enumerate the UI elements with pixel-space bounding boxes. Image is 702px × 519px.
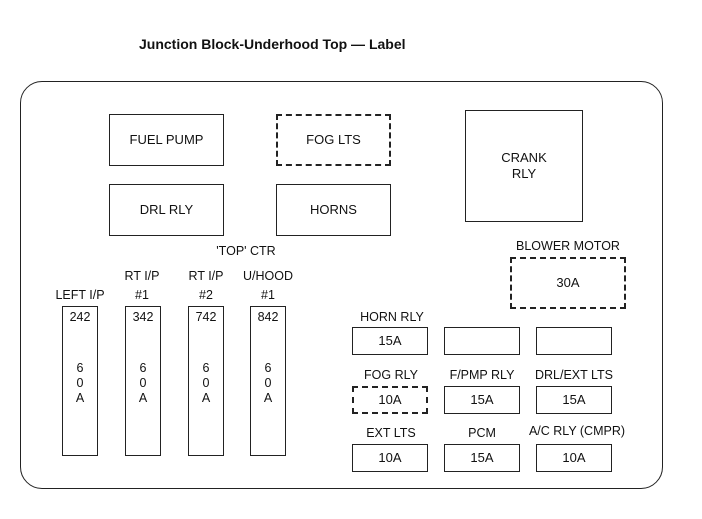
fuse-ac-rly-value: 10A bbox=[562, 450, 586, 465]
fuse-empty-slot-1 bbox=[444, 327, 520, 355]
maxi-fuse-rating-char: A bbox=[138, 391, 148, 405]
maxi-fuse-2-label-line2: #1 bbox=[135, 288, 149, 302]
fuse-drl-ext-lts: 15A bbox=[536, 386, 612, 414]
maxi-fuse-rating-char: A bbox=[75, 391, 85, 405]
relay-fuel-pump-label: FUEL PUMP bbox=[129, 132, 204, 147]
maxi-fuse-rating-char: A bbox=[201, 391, 211, 405]
maxi-fuse-number: 842 bbox=[257, 310, 279, 324]
maxi-fuse-rating: 6 0 A bbox=[251, 361, 285, 406]
maxi-fuse-842: 842 6 0 A bbox=[250, 306, 286, 456]
maxi-fuse-2-label-line1: RT I/P bbox=[124, 269, 160, 283]
fuse-horn-rly: 15A bbox=[352, 327, 428, 355]
relay-drl-rly: DRL RLY bbox=[109, 184, 224, 236]
fpmp-rly-label: F/PMP RLY bbox=[449, 368, 515, 382]
blower-motor-label: BLOWER MOTOR bbox=[516, 239, 620, 253]
fuse-fpmp-rly-value: 15A bbox=[470, 392, 494, 407]
fuse-pcm-value: 15A bbox=[470, 450, 494, 465]
maxi-fuse-number: 742 bbox=[195, 310, 217, 324]
maxi-fuse-3-label-line2: #2 bbox=[199, 288, 213, 302]
pcm-label: PCM bbox=[468, 426, 496, 440]
maxi-fuse-4-label-line2: #1 bbox=[261, 288, 275, 302]
relay-horns: HORNS bbox=[276, 184, 391, 236]
relay-fuel-pump: FUEL PUMP bbox=[109, 114, 224, 166]
fuse-horn-rly-value: 15A bbox=[378, 333, 402, 348]
horn-rly-label: HORN RLY bbox=[360, 310, 424, 324]
top-ctr-label: 'TOP' CTR bbox=[216, 244, 276, 258]
maxi-fuse-rating-char: 0 bbox=[76, 376, 84, 390]
fog-rly-label: FOG RLY bbox=[364, 368, 418, 382]
maxi-fuse-rating-char: A bbox=[263, 391, 273, 405]
maxi-fuse-rating: 6 0 A bbox=[126, 361, 160, 406]
maxi-fuse-rating: 6 0 A bbox=[63, 361, 97, 406]
relay-fog-lts: FOG LTS bbox=[276, 114, 391, 166]
relay-crank-label-line1: CRANK bbox=[501, 150, 547, 165]
fuse-fog-rly: 10A bbox=[352, 386, 428, 414]
maxi-fuse-rating-char: 0 bbox=[139, 376, 147, 390]
ext-lts-label: EXT LTS bbox=[366, 426, 416, 440]
relay-fog-lts-label: FOG LTS bbox=[306, 132, 361, 147]
fuse-pcm: 15A bbox=[444, 444, 520, 472]
fuse-fog-rly-value: 10A bbox=[378, 392, 402, 407]
relay-drl-rly-label: DRL RLY bbox=[139, 202, 194, 217]
fuse-ac-rly: 10A bbox=[536, 444, 612, 472]
maxi-fuse-rating-char: 6 bbox=[139, 361, 147, 375]
relay-crank-rly: CRANK RLY bbox=[465, 110, 583, 222]
fuse-empty-slot-2 bbox=[536, 327, 612, 355]
fuse-blower-motor: 30A bbox=[510, 257, 626, 309]
maxi-fuse-342: 342 6 0 A bbox=[125, 306, 161, 456]
maxi-fuse-rating-char: 0 bbox=[202, 376, 210, 390]
junction-block-panel bbox=[20, 81, 663, 489]
maxi-fuse-number: 242 bbox=[69, 310, 91, 324]
relay-crank-label-line2: RLY bbox=[511, 166, 537, 181]
fuse-fpmp-rly: 15A bbox=[444, 386, 520, 414]
maxi-fuse-rating-char: 6 bbox=[264, 361, 272, 375]
maxi-fuse-number: 342 bbox=[132, 310, 154, 324]
maxi-fuse-242: 242 6 0 A bbox=[62, 306, 98, 456]
maxi-fuse-rating: 6 0 A bbox=[189, 361, 223, 406]
fuse-drl-ext-lts-value: 15A bbox=[562, 392, 586, 407]
fuse-ext-lts: 10A bbox=[352, 444, 428, 472]
ac-rly-label: A/C RLY (CMPR) bbox=[528, 424, 626, 438]
maxi-fuse-4-label-line1: U/HOOD bbox=[243, 269, 293, 283]
maxi-fuse-3-label-line1: RT I/P bbox=[188, 269, 224, 283]
relay-horns-label: HORNS bbox=[310, 202, 357, 217]
maxi-fuse-rating-char: 6 bbox=[202, 361, 210, 375]
fuse-blower-motor-value: 30A bbox=[556, 275, 580, 290]
maxi-fuse-1-label: LEFT I/P bbox=[55, 288, 105, 302]
drl-ext-lts-label: DRL/EXT LTS bbox=[534, 368, 614, 382]
fuse-ext-lts-value: 10A bbox=[378, 450, 402, 465]
maxi-fuse-rating-char: 6 bbox=[76, 361, 84, 375]
maxi-fuse-rating-char: 0 bbox=[264, 376, 272, 390]
maxi-fuse-742: 742 6 0 A bbox=[188, 306, 224, 456]
